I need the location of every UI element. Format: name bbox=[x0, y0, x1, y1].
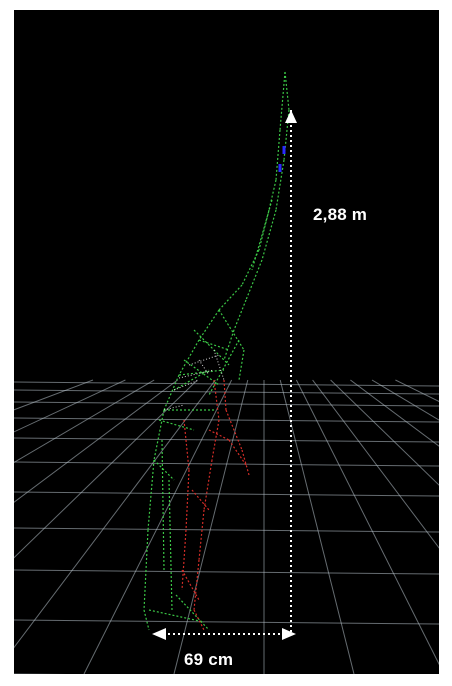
wireframe-model bbox=[143, 71, 290, 631]
height-measurement-label: 2,88 m bbox=[313, 205, 368, 224]
scene-canvas bbox=[14, 71, 439, 674]
measurement-overlay bbox=[152, 110, 297, 640]
floor-grid bbox=[14, 379, 439, 674]
width-arrow-left bbox=[152, 628, 166, 640]
width-measurement-label: 69 cm bbox=[184, 650, 234, 669]
height-arrow-top bbox=[285, 110, 297, 123]
width-arrow-right bbox=[282, 628, 296, 640]
3d-viewport[interactable]: 2,88 m 69 cm bbox=[14, 10, 439, 674]
